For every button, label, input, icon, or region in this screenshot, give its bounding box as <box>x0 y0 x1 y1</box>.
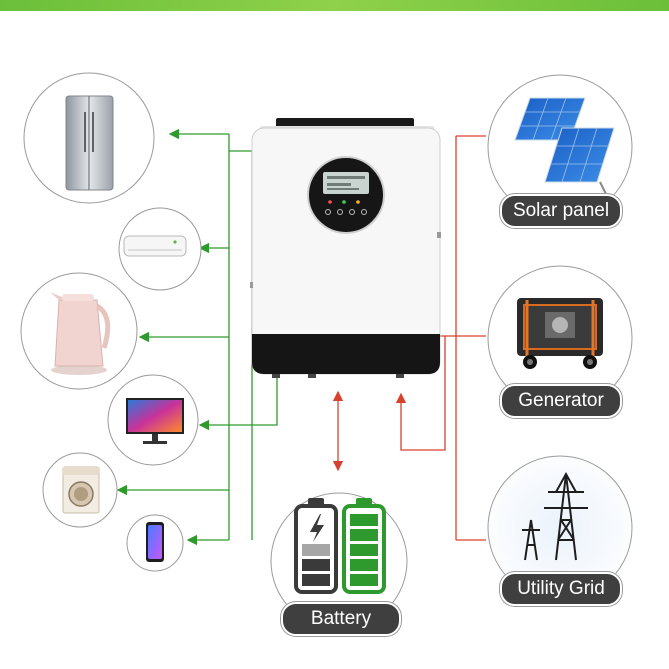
solar-panel-icon <box>514 97 615 195</box>
battery-full-icon <box>342 498 386 594</box>
kettle-icon <box>50 292 111 375</box>
generator-label: Generator <box>500 384 622 418</box>
source-solar <box>487 74 633 220</box>
solar-panel-label: Solar panel <box>500 194 622 228</box>
appliance-washer <box>42 452 118 528</box>
arrow-sources-to-inverter <box>395 336 446 451</box>
source-grid <box>487 455 633 601</box>
arrow-to-monitor <box>198 378 278 431</box>
utility-grid-label: Utility Grid <box>500 572 622 606</box>
appliance-kettle <box>20 272 138 390</box>
source-generator <box>487 265 633 411</box>
battery-low-icon <box>294 498 338 594</box>
appliance-phone <box>126 514 184 572</box>
header-bar <box>0 0 669 11</box>
washing-machine-icon <box>62 466 100 514</box>
battery-group <box>270 492 408 630</box>
air-conditioner-icon <box>123 235 187 257</box>
source-lines <box>332 135 486 541</box>
smartphone-icon <box>146 522 164 562</box>
monitor-icon <box>126 398 184 444</box>
appliance-fridge <box>23 72 155 204</box>
appliance-monitor <box>107 374 199 466</box>
transmission-tower-icon <box>522 471 588 561</box>
appliance-ac <box>118 207 202 291</box>
inverter-icon <box>250 118 441 378</box>
refrigerator-icon <box>65 95 114 191</box>
generator-icon <box>517 298 603 369</box>
battery-label: Battery <box>281 602 401 636</box>
